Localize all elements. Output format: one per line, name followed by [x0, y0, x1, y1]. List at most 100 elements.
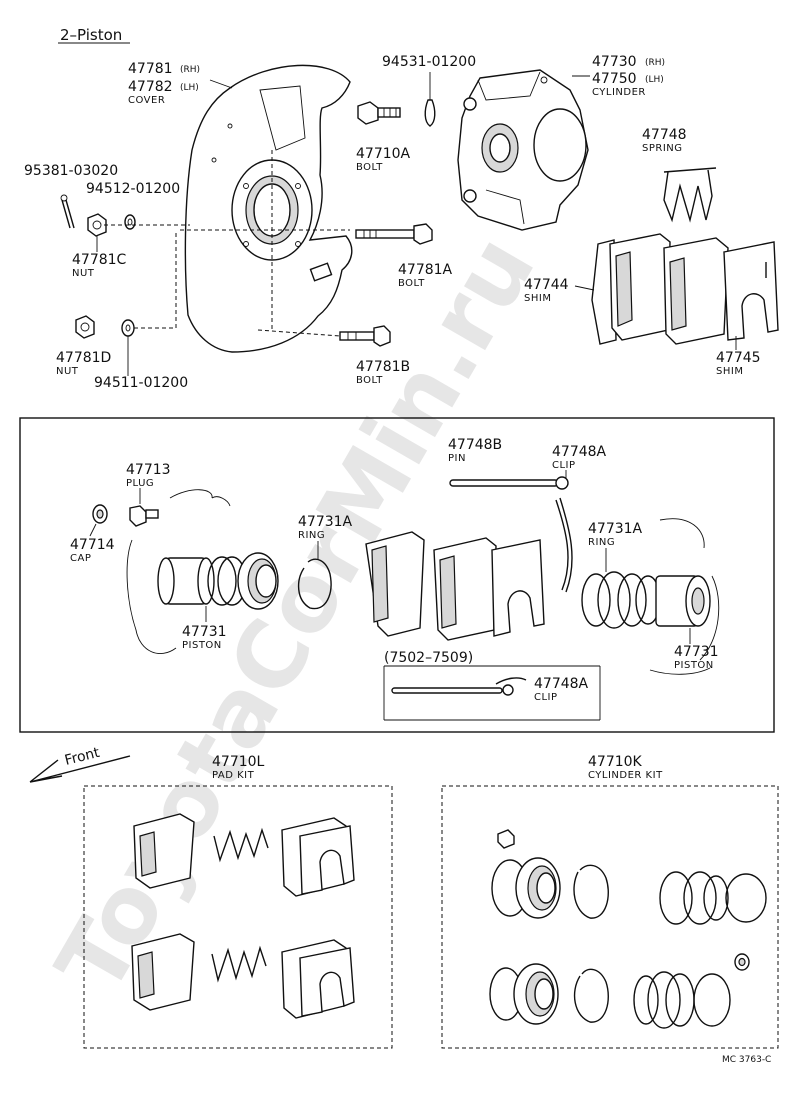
part-47744-name: SHIM [524, 293, 551, 304]
part-47730-side: (RH) [645, 58, 665, 68]
piston-left-part [157, 557, 215, 605]
part-47781-side: (RH) [180, 65, 200, 75]
part-47745-number: 47745 [716, 350, 761, 366]
seal-left-part [207, 552, 279, 610]
part-47731A-left-name: RING [298, 530, 325, 541]
cylinder-kit-ring-1 [573, 864, 609, 919]
cylinder-kit-seal-3 [489, 963, 559, 1025]
part-47748A-name: CLIP [552, 460, 576, 471]
pad-kit-pad-1 [133, 813, 195, 889]
part-94511-number: 94511-01200 [94, 375, 188, 391]
front-arrow-icon [29, 755, 131, 783]
cover-part [180, 64, 353, 353]
washer-94512-part [124, 214, 136, 230]
part-47731A-right-number: 47731A [588, 521, 643, 537]
part-47781C-name: NUT [72, 268, 95, 279]
bolt-47781A-part [355, 223, 433, 245]
seal-right-part [597, 571, 661, 629]
cylinder-kit-box [441, 785, 779, 1049]
part-47714-number: 47714 [70, 537, 115, 553]
part-47750-number: 47750 [592, 71, 637, 87]
pad-kit-name: PAD KIT [212, 770, 255, 781]
cylinder-kit-seal-4 [633, 971, 731, 1029]
pin-47748B-part [449, 476, 569, 490]
part-47714-name: CAP [70, 553, 91, 564]
part-47713-number: 47713 [126, 462, 171, 478]
diagram-title: 2–Piston [60, 26, 122, 44]
diagram-code: MC 3763-C [722, 1055, 771, 1065]
part-47781D-name: NUT [56, 366, 79, 377]
cylinder-detail-box [19, 417, 775, 733]
part-95381-number: 95381-03020 [24, 163, 118, 179]
pad-kit-shim-1 [281, 817, 355, 897]
part-47781B-name: BOLT [356, 375, 383, 386]
part-47781A-name: BOLT [398, 278, 425, 289]
bolt-47781B-part [339, 325, 391, 347]
cylinder-kit-seal-2 [659, 871, 767, 925]
nut-47781D-part [75, 315, 95, 339]
part-47748A-bottom-name: CLIP [534, 692, 558, 703]
part-47748-number: 47748 [642, 127, 687, 143]
spring-47748-part [663, 167, 717, 223]
part-47782-side: (LH) [180, 83, 199, 93]
pad-kit-number: 47710L [212, 754, 265, 770]
part-47748-name: SPRING [642, 143, 683, 154]
bolt-47710A-part [357, 101, 401, 125]
part-47731-left-number: 47731 [182, 624, 227, 640]
pad-kit-shim-2 [281, 939, 355, 1019]
part-47781C-number: 47781C [72, 252, 127, 268]
part-47781A-number: 47781A [398, 262, 453, 278]
left-cylinder-outline [126, 489, 231, 654]
part-47744-number: 47744 [524, 277, 569, 293]
pad-outer-part [663, 237, 729, 345]
clip-94531-part [424, 72, 436, 127]
pad-kit-box [83, 785, 393, 1049]
part-47781-number: 47781 [128, 61, 173, 77]
serial-range-label: (7502–7509) [384, 650, 473, 666]
ring-right-part [581, 573, 611, 627]
washer-94511-part [121, 319, 135, 337]
cylinder-kit-seal-1 [491, 857, 561, 919]
cylinder-kit-ring-2 [573, 968, 609, 1023]
part-47748B-name: PIN [448, 453, 466, 464]
pad-kit-spring-2 [211, 945, 267, 983]
cap-47714-part [92, 504, 108, 524]
part-47750-side: (LH) [645, 75, 664, 85]
cotter-pin-95381-part [60, 194, 75, 229]
cylinder-kit-cap [734, 953, 750, 971]
part-47730-number: 47730 [592, 54, 637, 70]
part-47781B-number: 47781B [356, 359, 410, 375]
cylinder-part [457, 69, 589, 231]
shim-middle-part [491, 539, 545, 637]
pad-kit-pad-2 [131, 933, 195, 1011]
pad-middle-outer-part [433, 537, 497, 641]
cylinder-kit-plug [497, 829, 515, 849]
pad-middle-inner-part [365, 531, 425, 637]
cylinder-kit-name: CYLINDER KIT [588, 770, 663, 781]
part-47731-right-name: PISTON [674, 660, 714, 671]
cylinder-kit-number: 47710K [588, 754, 643, 770]
part-47782-number: 47782 [128, 79, 173, 95]
part-47710A-number: 47710A [356, 146, 411, 162]
part-47748A-bottom-number: 47748A [534, 676, 589, 692]
plug-47713-part [129, 505, 159, 527]
part-47710A-name: BOLT [356, 162, 383, 173]
part-47781D-number: 47781D [56, 350, 111, 366]
part-47748A-number: 47748A [552, 444, 607, 460]
part-47731A-left-number: 47731A [298, 514, 353, 530]
piston-right-part [655, 575, 711, 627]
right-cylinder-outline [649, 518, 720, 675]
pad-kit-spring-1 [213, 827, 269, 863]
clip-47748A-part [555, 497, 573, 593]
part-47745-name: SHIM [716, 366, 743, 377]
pin-clip-variant-part [391, 677, 527, 696]
shim-47745-part [723, 241, 779, 341]
part-94512-number: 94512-01200 [86, 181, 180, 197]
part-47750-name: CYLINDER [592, 87, 646, 98]
nut-47781C-part [87, 213, 107, 237]
part-47731-left-name: PISTON [182, 640, 222, 651]
part-47748B-number: 47748B [448, 437, 502, 453]
pad-inner-part [609, 233, 671, 341]
part-94531-number: 94531-01200 [382, 54, 476, 70]
